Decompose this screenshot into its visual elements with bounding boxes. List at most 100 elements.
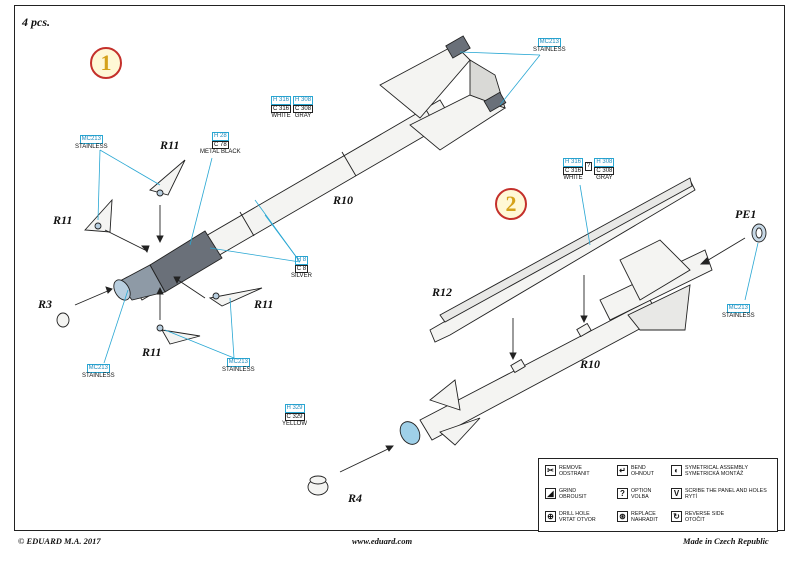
paint-callout-stainless: MC213 STAINLESS	[82, 364, 115, 379]
paint-name: GRAY	[294, 113, 312, 120]
part-label-r11: R11	[53, 213, 73, 227]
paint-name: METAL BLACK	[200, 149, 241, 156]
legend-label: NAHRADIT	[631, 517, 659, 524]
paint-name: SILVER	[291, 273, 312, 280]
paint-callout-stainless: MC213 STAINLESS	[533, 38, 566, 53]
legend-label: DRILL HOLE	[559, 511, 590, 517]
scribe-icon: V	[671, 488, 682, 499]
legend-label: SYMETRICAL ASSEMBLY	[685, 465, 748, 471]
legend-label: VRTAT OTVOR	[559, 517, 596, 524]
bend-icon: ↵	[617, 465, 628, 476]
part-label-r12: R12	[432, 285, 453, 299]
paint-callout-silver: H 8 C 8 SILVER	[291, 256, 312, 280]
legend-label: OPTION	[631, 488, 652, 494]
part-label-r11: R11	[254, 297, 274, 311]
option-icon: ?	[585, 162, 593, 171]
paint-code: H 308	[594, 158, 615, 167]
part-label-r3: R3	[38, 297, 53, 311]
legend-label: GRIND	[559, 488, 577, 494]
paint-code: C 308	[293, 104, 314, 114]
paint-name: STAINLESS	[222, 366, 255, 373]
legend-label: BEND	[631, 465, 646, 471]
option-icon: ?	[617, 488, 628, 499]
origin-text: Made in Czech Republic	[683, 536, 769, 546]
paint-name: STAINLESS	[722, 312, 755, 319]
paint-callout-stainless: MC213 STAINLESS	[75, 135, 108, 150]
legend-label: REPLACE	[631, 511, 656, 517]
legend-label: VOLBA	[631, 494, 649, 501]
paint-callout-white-gray: H 316 ? H 308 C 316 C 308 WHITE GRAY	[562, 158, 615, 182]
symmetrical-icon: ◐	[671, 465, 682, 476]
paint-code: C 316	[271, 104, 292, 114]
paint-code: C 78	[212, 140, 229, 150]
paint-code: MC213	[537, 38, 561, 47]
website-text: www.eduard.com	[352, 536, 413, 546]
paint-code: H 329	[284, 404, 305, 413]
paint-code: MC213	[86, 364, 110, 373]
paint-code: H 316	[563, 158, 584, 167]
legend-label: OHNOUT	[631, 471, 654, 478]
legend-label: SCRIBE THE PANEL AND HOLES	[685, 488, 767, 494]
missile-1-body	[113, 99, 453, 301]
grind-icon: ◢	[545, 488, 556, 499]
r12-fairing	[429, 177, 696, 343]
reverse-icon: ↻	[671, 511, 682, 522]
paint-code: C 316	[563, 166, 584, 176]
part-label-pe1: PE1	[735, 207, 757, 221]
paint-callout-white-gray: H 316 H 308 C 316 C 308 WHITE GRAY	[270, 96, 314, 120]
legend-label: OTOČIT	[685, 517, 705, 524]
paint-callout-stainless: MC213 STAINLESS	[222, 358, 255, 373]
paint-code: C 308	[594, 166, 615, 176]
sheet-border	[14, 5, 785, 531]
drill-icon: ⊕	[545, 511, 556, 522]
paint-leader-lines	[97, 51, 759, 364]
paint-name: STAINLESS	[82, 372, 115, 379]
part-label-r4: R4	[348, 491, 363, 505]
quantity-label: 4 pcs.	[22, 15, 50, 29]
paint-name: YELLOW	[282, 421, 308, 428]
assembly-arrows	[74, 205, 746, 473]
paint-name: GRAY	[596, 175, 613, 182]
paint-code: C 8	[294, 264, 309, 274]
paint-name: STAINLESS	[75, 143, 108, 150]
paint-code: H 28	[212, 132, 229, 141]
part-label-r10: R10	[580, 357, 601, 371]
legend-label: SYMETRICKÁ MONTÁŽ	[685, 471, 744, 478]
paint-callout-stainless: MC213 STAINLESS	[722, 304, 755, 319]
r4-nose	[307, 475, 329, 496]
paint-callout-metal-black: H 28 C 78 METAL BLACK	[200, 132, 241, 156]
paint-code: MC213	[226, 358, 250, 367]
remove-icon: ✂	[545, 465, 556, 476]
paint-code: MC213	[79, 135, 103, 144]
paint-code: MC213	[726, 304, 750, 313]
missile-1-rear-fins	[379, 35, 507, 151]
step-1-badge: 1	[90, 47, 122, 79]
part-label-r11: R11	[160, 138, 180, 152]
paint-name: WHITE	[563, 175, 583, 182]
paint-name: WHITE	[271, 113, 291, 120]
legend-label: REVERSE SIDE	[685, 511, 725, 517]
legend-label: RYTÍ	[685, 494, 697, 501]
legend-label: OBROUSIT	[559, 494, 587, 501]
paint-code: H 8	[294, 256, 309, 265]
paint-code: H 308	[293, 96, 314, 105]
copyright-text: © EDUARD M.A. 2017	[18, 536, 101, 546]
paint-code: H 316	[271, 96, 292, 105]
paint-code: C 329	[284, 412, 305, 422]
step-2-badge: 2	[495, 188, 527, 220]
replace-icon: ⊛	[617, 511, 628, 522]
paint-callout-yellow: H 329 C 329 YELLOW	[282, 404, 307, 428]
part-label-r11: R11	[142, 345, 162, 359]
part-label-r10: R10	[333, 193, 354, 207]
missile-2-body	[399, 239, 713, 446]
